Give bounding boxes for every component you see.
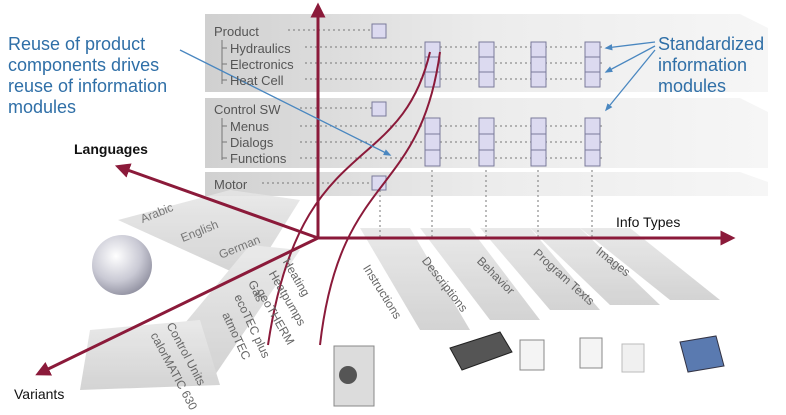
module-stack [584,41,601,88]
variants-axis [35,236,319,376]
tree-control-sw: Control SW [214,102,281,117]
reuse-callout: Reuse of product components drives reuse… [8,34,167,118]
tree-menus: Menus [230,119,270,134]
info-modules [371,23,601,191]
callout-line: modules [8,97,77,117]
callout-line: Reuse of product [8,34,146,54]
info-strip-5 [580,228,720,300]
module-cube [371,101,387,117]
module-stack [530,117,547,167]
product-images [333,331,725,407]
info-strip-1 [360,228,470,330]
callout-line: components drives [8,55,160,75]
globe-image [92,235,152,295]
tree-electronics: Electronics [230,57,294,72]
tree-heat-cell: Heat Cell [230,73,284,88]
tree-functions: Functions [230,151,287,166]
module-stack [530,41,547,88]
info-strip-2 [420,228,540,320]
info-strip-3 [480,228,600,310]
tree-product: Product [214,24,259,39]
module-stack [584,117,601,167]
document-image [621,343,645,373]
module-stack [478,117,495,167]
variants-axis-label: Variants [14,386,65,402]
tree-lines [221,40,227,160]
tree-dialogs: Dialogs [230,135,274,150]
document-image [519,339,545,371]
brochure-image [679,335,725,373]
manual-image [449,331,513,371]
callout-line: reuse of information [8,76,168,96]
reuse-curves [267,51,441,346]
module-cube [371,23,387,39]
tree-motor: Motor [214,177,248,192]
motor-panel [205,172,768,196]
languages-axis [114,163,319,240]
callout-line: Standardized [658,34,765,54]
callout-line: information [658,55,748,75]
tree-hydraulics: Hydraulics [230,41,291,56]
callout-line: modules [658,76,727,96]
info-strip-4 [530,228,660,305]
module-stack [478,41,495,88]
info-types-axis-label: Info Types [616,214,681,230]
languages-axis-label: Languages [74,141,148,157]
callout-pointers [179,41,656,156]
standardized-callout: Standardized information modules [658,34,764,97]
module-stack [424,117,441,167]
document-image [579,337,603,369]
dotted-lines [262,29,605,238]
